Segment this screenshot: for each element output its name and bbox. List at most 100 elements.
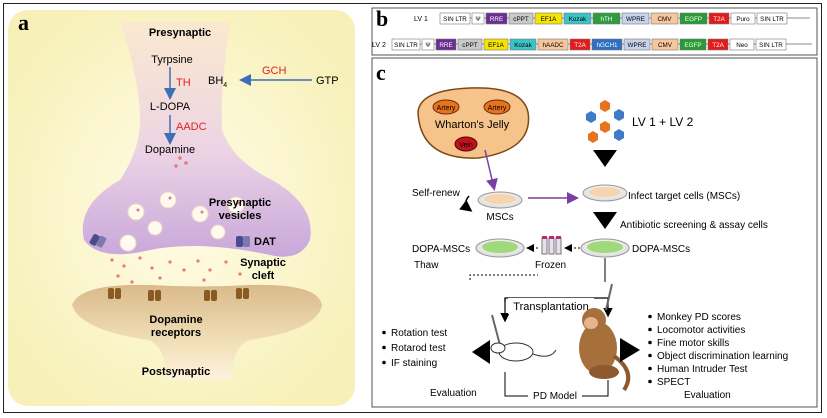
syringe-monkey bbox=[605, 283, 613, 311]
svg-text:EGFP: EGFP bbox=[685, 16, 702, 23]
svg-text:cPPT: cPPT bbox=[513, 16, 529, 23]
evaluation-right-label: Evaluation bbox=[684, 390, 731, 401]
msc-dish-cells bbox=[484, 194, 516, 204]
lv1-segment: SIN LTR bbox=[756, 12, 788, 25]
svg-text:T2A: T2A bbox=[712, 42, 724, 49]
panel-letter-c: c bbox=[376, 60, 386, 85]
lv1-segment: cPPT bbox=[508, 12, 534, 25]
svg-text:Rotarod test: Rotarod test bbox=[391, 343, 446, 354]
dopa-dish-left-cells bbox=[482, 241, 518, 253]
lv2-segment: Neo bbox=[729, 38, 755, 51]
lv1-segment: EF1A bbox=[534, 12, 563, 25]
pd-model-label: PD Model bbox=[533, 391, 577, 402]
presynaptic-terminal bbox=[82, 22, 311, 257]
lv2-segment: CMV bbox=[651, 38, 679, 51]
evaluation-left-label: Evaluation bbox=[430, 388, 477, 399]
receptors-label-line1: Dopamine bbox=[149, 314, 202, 326]
vesicles-label-line2: vesicles bbox=[219, 210, 262, 222]
postsynaptic-label: Postsynaptic bbox=[142, 366, 210, 378]
rat-illustration bbox=[490, 342, 557, 362]
thaw-label: Thaw bbox=[414, 260, 439, 271]
svg-text:RRE: RRE bbox=[490, 16, 503, 23]
cleft-label-line2: cleft bbox=[252, 270, 275, 282]
svg-text:hAADC: hAADC bbox=[543, 42, 564, 49]
dat-transporters bbox=[89, 234, 250, 248]
artery-2-label: Artery bbox=[488, 105, 507, 112]
presynaptic-label: Presynaptic bbox=[149, 27, 211, 39]
lv1-segment: Puro bbox=[730, 12, 756, 25]
presynaptic-vesicles bbox=[119, 191, 245, 252]
th-label: TH bbox=[176, 77, 191, 89]
infect-dish-cells bbox=[589, 187, 621, 197]
svg-text:EF1A: EF1A bbox=[541, 16, 558, 23]
svg-text:WPRE: WPRE bbox=[628, 42, 647, 49]
list-item: Rotation test bbox=[382, 328, 447, 339]
tyrpsine-label: Tyrpsine bbox=[151, 54, 193, 66]
lv1-segment: WPRE bbox=[621, 12, 650, 25]
list-item: Locomotor activities bbox=[648, 325, 745, 336]
svg-text:Ψ: Ψ bbox=[475, 16, 480, 23]
pd-model-label-bg bbox=[528, 388, 582, 402]
svg-text:Locomotor activities: Locomotor activities bbox=[657, 325, 745, 336]
down-arrow-1 bbox=[593, 150, 617, 167]
lv2-segment: T2A bbox=[569, 38, 591, 51]
lv2-segment: SIN LTR bbox=[391, 38, 421, 51]
lv1-segment: RRE bbox=[485, 12, 508, 25]
frozen-tubes bbox=[541, 236, 562, 255]
gch-label: GCH bbox=[262, 65, 287, 77]
lv2-label: LV 2 bbox=[372, 42, 386, 49]
self-renew-label: Self-renew bbox=[412, 188, 461, 199]
svg-text:EF1A: EF1A bbox=[488, 42, 505, 49]
svg-text:WPRE: WPRE bbox=[626, 16, 645, 23]
postsynaptic-terminal bbox=[72, 284, 322, 380]
list-item: Fine motor skills bbox=[648, 338, 729, 349]
svg-text:Object discrimination learning: Object discrimination learning bbox=[657, 351, 788, 362]
dopa-dish-right-cells bbox=[587, 241, 623, 253]
lv-mix-label: LV 1 + LV 2 bbox=[632, 115, 694, 129]
lentivirus-particles bbox=[586, 100, 624, 143]
panel-letter-b: b bbox=[376, 6, 388, 31]
dopamine-receptors bbox=[108, 288, 249, 301]
lv1-label: LV 1 bbox=[414, 16, 428, 23]
lv1-segment: hTH bbox=[592, 12, 621, 25]
monkey-eval-arrow bbox=[620, 338, 640, 362]
dopa-mscs-right-label: DOPA-MSCs bbox=[632, 244, 690, 255]
svg-text:SIN LTR: SIN LTR bbox=[760, 16, 784, 23]
dat-label: DAT bbox=[254, 236, 276, 248]
list-item: Object discrimination learning bbox=[648, 351, 788, 362]
lv2-segment: EF1A bbox=[483, 38, 509, 51]
dopamine-molecules bbox=[110, 156, 242, 284]
monkey-illustration bbox=[579, 308, 631, 392]
vesicles-label-line1: Presynaptic bbox=[209, 197, 271, 209]
whartons-jelly-label: Wharton's Jelly bbox=[435, 119, 510, 131]
lv2-segment: hGCH1 bbox=[591, 38, 623, 51]
svg-text:Rotation test: Rotation test bbox=[391, 328, 447, 339]
lv1-segment: SIN LTR bbox=[439, 12, 471, 25]
svg-text:cPPT: cPPT bbox=[462, 42, 478, 49]
transplantation-label: Transplantation bbox=[513, 301, 588, 313]
svg-text:EGFP: EGFP bbox=[684, 42, 701, 49]
rat-eval-arrow bbox=[472, 340, 490, 364]
lv1-segment: Ψ bbox=[471, 12, 485, 25]
artery-2 bbox=[483, 99, 511, 115]
svg-text:CMV: CMV bbox=[658, 42, 673, 49]
cleft-label-line1: Synaptic bbox=[240, 257, 286, 269]
svg-text:T2A: T2A bbox=[713, 16, 725, 23]
ldopa-label: L-DOPA bbox=[150, 101, 191, 113]
down-arrow-2 bbox=[593, 212, 617, 229]
panel-c: c Artery Artery Vein Wharton's Jelly LV … bbox=[371, 57, 818, 408]
frozen-label: Frozen bbox=[535, 260, 566, 271]
lv2-segment: Kozak bbox=[509, 38, 537, 51]
bh4-label: BH4 bbox=[208, 75, 227, 89]
svg-text:IF staining: IF staining bbox=[391, 358, 437, 369]
svg-text:Neo: Neo bbox=[736, 42, 748, 49]
dopamine-label: Dopamine bbox=[145, 144, 195, 156]
lv1-segment: Kozak bbox=[563, 12, 592, 25]
svg-text:SIN LTR: SIN LTR bbox=[394, 42, 418, 49]
lv2-segment: EGFP bbox=[679, 38, 707, 51]
svg-text:RRE: RRE bbox=[439, 42, 452, 49]
vein bbox=[454, 136, 478, 152]
